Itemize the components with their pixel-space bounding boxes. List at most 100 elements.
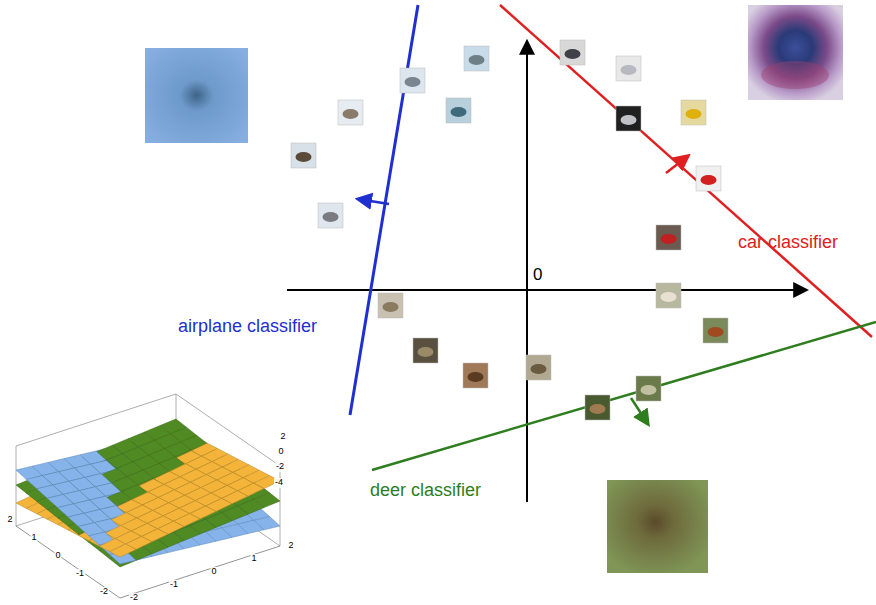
thumbnail-object [565,49,581,59]
image-thumbnail [616,106,641,131]
thumbnail-ground [585,395,610,420]
airplane-template [145,48,248,143]
thumbnail-object [451,107,467,117]
thumbnail-object [405,77,421,87]
thumbnail-object [701,175,717,185]
thumbnail-ground [446,98,471,123]
tick-label: 2 [279,432,286,442]
tick-label: 0 [277,447,284,457]
thumbnail-ground [291,143,316,168]
thumbnail-ground [636,376,661,401]
car-template-detail [761,61,829,89]
thumbnail-object [708,327,724,337]
image-thumbnail [616,56,641,81]
x-axis [287,289,806,291]
thumbnail-object [296,152,312,162]
thumbnail-object [468,372,484,382]
thumbnail-ground [413,338,438,363]
thumbnail-ground [338,100,363,125]
airplane-normal-arrow [358,199,389,204]
thumbnail-ground [681,100,706,125]
image-thumbnail [291,143,316,168]
plot-box-edge [16,526,120,598]
image-thumbnail [696,166,721,191]
thumbnail-ground [526,355,551,380]
image-thumbnail [446,98,471,123]
thumbnail-object [531,364,547,374]
image-thumbnail [585,395,610,420]
thumbnail-ground [656,283,681,308]
surface-cell [110,544,136,557]
tick-label: 1 [250,554,257,564]
thumbnail-object [590,404,606,414]
car-decision-line [500,5,872,337]
deer-decision-line [372,322,876,470]
thumbnail-ground [696,166,721,191]
thumbnail-object [641,385,657,395]
car-template [748,5,843,100]
deer-template [607,480,708,573]
thumbnail-ground [400,68,425,93]
image-thumbnail [378,293,403,318]
image-thumbnail [338,100,363,125]
thumbnail-ground [378,293,403,318]
thumbnail-object [661,234,677,244]
thumbnail-object [621,115,637,125]
image-thumbnail [681,100,706,125]
image-thumbnail [656,283,681,308]
tick-label: 1 [30,533,37,543]
image-thumbnail [413,338,438,363]
thumbnail-object [621,65,637,75]
thumbnail-ground [464,46,489,71]
tick-label: -2 [99,587,109,597]
tick-label: -2 [275,462,285,472]
image-thumbnail [464,46,489,71]
image-thumbnails [291,40,728,420]
tick-label: 0 [210,567,217,577]
tick-label: -1 [169,580,179,590]
thumbnail-ground [703,318,728,343]
thumbnail-ground [318,203,343,228]
classifier-label: airplane classifier [178,317,317,337]
thumbnail-object [686,109,702,119]
tick-label: -4 [274,478,284,488]
tick-label: 2 [287,541,294,551]
image-thumbnail [318,203,343,228]
origin-label: 0 [533,266,542,285]
thumbnail-object [469,55,485,65]
classifier-label: deer classifier [370,481,481,501]
score-surface-plot [16,394,280,598]
image-thumbnail [463,363,488,388]
deer-normal-arrow [631,398,648,424]
y-axis [526,42,528,502]
thumbnail-object [323,212,339,222]
plot-box-edge [16,474,176,526]
image-thumbnail [636,376,661,401]
airplane-decision-line [350,5,418,415]
thumbnail-ground [616,56,641,81]
thumbnail-ground [560,40,585,65]
plot-box-edge [120,546,280,598]
image-thumbnail [400,68,425,93]
tick-label: -1 [75,569,85,579]
thumbnail-ground [616,106,641,131]
image-thumbnail [560,40,585,65]
tick-label: 0 [54,551,61,561]
plot-box-edge [16,394,176,446]
thumbnail-object [383,302,399,312]
car-normal-arrow [666,156,688,173]
image-thumbnail [656,225,681,250]
thumbnail-ground [463,363,488,388]
thumbnail-object [418,347,434,357]
image-thumbnail [703,318,728,343]
thumbnail-object [343,109,359,119]
thumbnail-ground [656,225,681,250]
plot-box-edge [176,394,280,466]
image-thumbnail [526,355,551,380]
tick-label: 2 [6,515,13,525]
plot-box-edge [16,446,17,526]
classifier-label: car classifier [738,233,838,253]
thumbnail-object [661,292,677,302]
